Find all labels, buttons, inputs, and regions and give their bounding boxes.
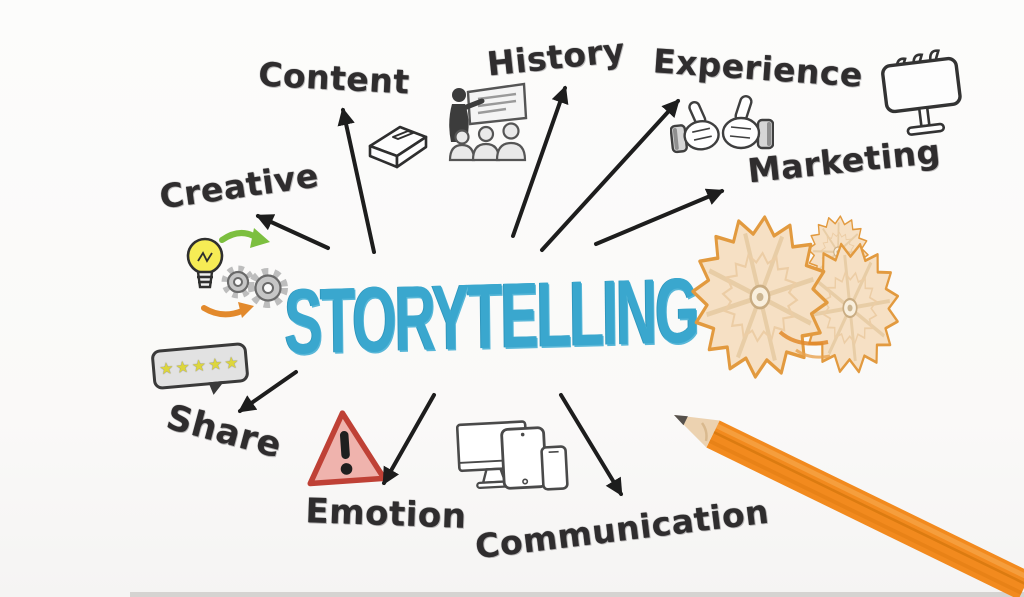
devices-icon xyxy=(456,420,569,491)
arrow-to-share xyxy=(237,370,298,413)
rating-bubble-icon: ★★★★★ xyxy=(150,341,250,391)
arrow-to-emotion xyxy=(382,393,436,486)
label-emotion: Emotion xyxy=(304,491,468,537)
book-icon xyxy=(368,125,428,169)
idea-gears-icon xyxy=(186,228,288,318)
center-title: STORYTELLING xyxy=(283,259,699,375)
billboard-icon xyxy=(881,49,962,136)
label-history: History xyxy=(485,30,627,84)
arrow-to-marketing xyxy=(594,188,725,246)
five-stars: ★★★★★ xyxy=(158,352,242,379)
pencil-shavings xyxy=(688,207,908,385)
label-experience: Experience xyxy=(651,41,865,95)
label-creative: Creative xyxy=(157,155,321,217)
presentation-icon xyxy=(448,82,528,162)
label-share: Share xyxy=(162,397,286,467)
thumbs-up-icon xyxy=(670,95,774,154)
warning-triangle-icon xyxy=(307,410,387,487)
pencil-tip xyxy=(674,415,688,426)
pencil-wood xyxy=(674,415,720,448)
arrow-to-experience xyxy=(540,99,680,252)
photo-edge-shadow xyxy=(130,592,1024,597)
label-content: Content xyxy=(257,54,411,102)
